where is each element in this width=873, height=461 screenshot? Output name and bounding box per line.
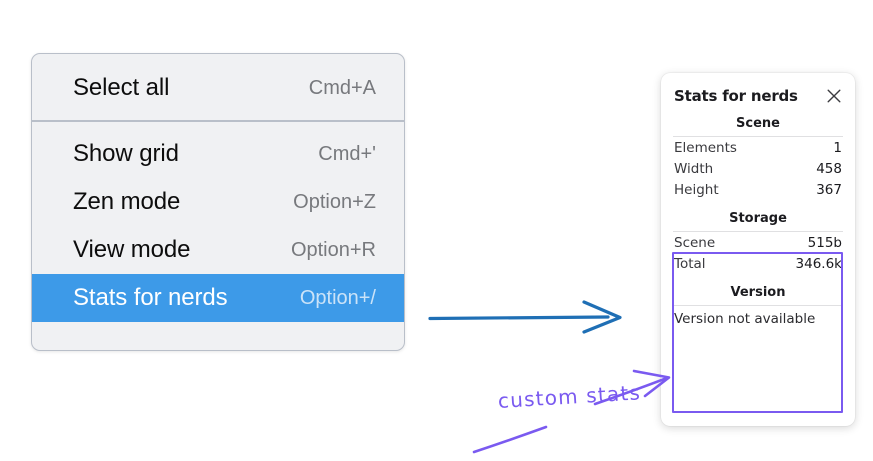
blue-arrow-annotation <box>428 300 622 334</box>
menu-item-shortcut: Option+/ <box>299 286 376 309</box>
panel-header: Stats for nerds <box>661 73 855 105</box>
close-icon[interactable] <box>826 88 842 104</box>
stats-section-storage: Storage Scene 515b Total 346.6k <box>661 200 855 274</box>
menu-item-shortcut: Cmd+' <box>318 142 376 165</box>
section-heading: Version <box>730 285 786 300</box>
menu-item-show-grid[interactable]: Show grid Cmd+' <box>32 130 404 178</box>
stat-row-elements: Elements 1 <box>661 137 855 158</box>
stats-section-scene: Scene Elements 1 Width 458 Height 367 <box>661 105 855 200</box>
stat-row-width: Width 458 <box>661 158 855 179</box>
stats-section-version: Version Version not available <box>661 274 855 331</box>
stat-key: Height <box>674 182 719 198</box>
menu-group-2-top-padding <box>32 122 404 130</box>
menu-item-label: View mode <box>73 236 191 263</box>
menu-item-label: Zen mode <box>73 188 181 215</box>
stat-value: 458 <box>816 161 842 177</box>
section-divider <box>673 136 843 137</box>
menu-item-label: Select all <box>73 74 170 101</box>
stat-value: 515b <box>807 235 842 251</box>
context-menu[interactable]: Select all Cmd+A Show grid Cmd+' Zen mod… <box>31 53 405 351</box>
menu-item-shortcut: Option+R <box>290 238 376 261</box>
stat-key: Width <box>674 161 714 177</box>
custom-stats-label: custom stats <box>497 380 642 413</box>
menu-separator <box>32 120 404 122</box>
menu-top-padding <box>32 54 404 64</box>
stat-row-total-storage: Total 346.6k <box>661 253 855 274</box>
menu-item-label: Show grid <box>73 140 179 167</box>
menu-group-2: Show grid Cmd+' Zen mode Option+Z View m… <box>32 122 404 332</box>
stat-row-scene-storage: Scene 515b <box>661 232 855 253</box>
menu-item-view-mode[interactable]: View mode Option+R <box>32 226 404 274</box>
menu-item-shortcut: Option+Z <box>293 190 376 213</box>
section-heading: Scene <box>736 116 780 131</box>
menu-group-1: Select all Cmd+A <box>32 54 404 120</box>
menu-group-1-bottom-padding <box>32 112 404 120</box>
stat-row-height: Height 367 <box>661 179 855 200</box>
section-divider <box>673 231 843 232</box>
stat-key: Scene <box>674 235 716 251</box>
stat-value: 367 <box>816 182 842 198</box>
menu-bottom-padding <box>32 322 404 332</box>
stat-key: Elements <box>674 140 737 156</box>
section-heading: Storage <box>729 211 787 226</box>
panel-title: Stats for nerds <box>674 87 798 105</box>
version-text: Version not available <box>674 311 816 327</box>
section-divider <box>673 305 843 306</box>
menu-item-label: Stats for nerds <box>73 284 228 311</box>
stats-for-nerds-panel[interactable]: Stats for nerds Scene Elements 1 Width 4… <box>661 73 855 426</box>
menu-item-stats-for-nerds[interactable]: Stats for nerds Option+/ <box>32 274 404 322</box>
menu-item-zen-mode[interactable]: Zen mode Option+Z <box>32 178 404 226</box>
purple-underline-stroke <box>472 425 548 454</box>
stat-value: 346.6k <box>795 256 842 272</box>
menu-item-shortcut: Cmd+A <box>308 76 376 99</box>
stat-key: Total <box>674 256 706 272</box>
menu-item-select-all[interactable]: Select all Cmd+A <box>32 64 404 112</box>
stat-value: 1 <box>833 140 842 156</box>
